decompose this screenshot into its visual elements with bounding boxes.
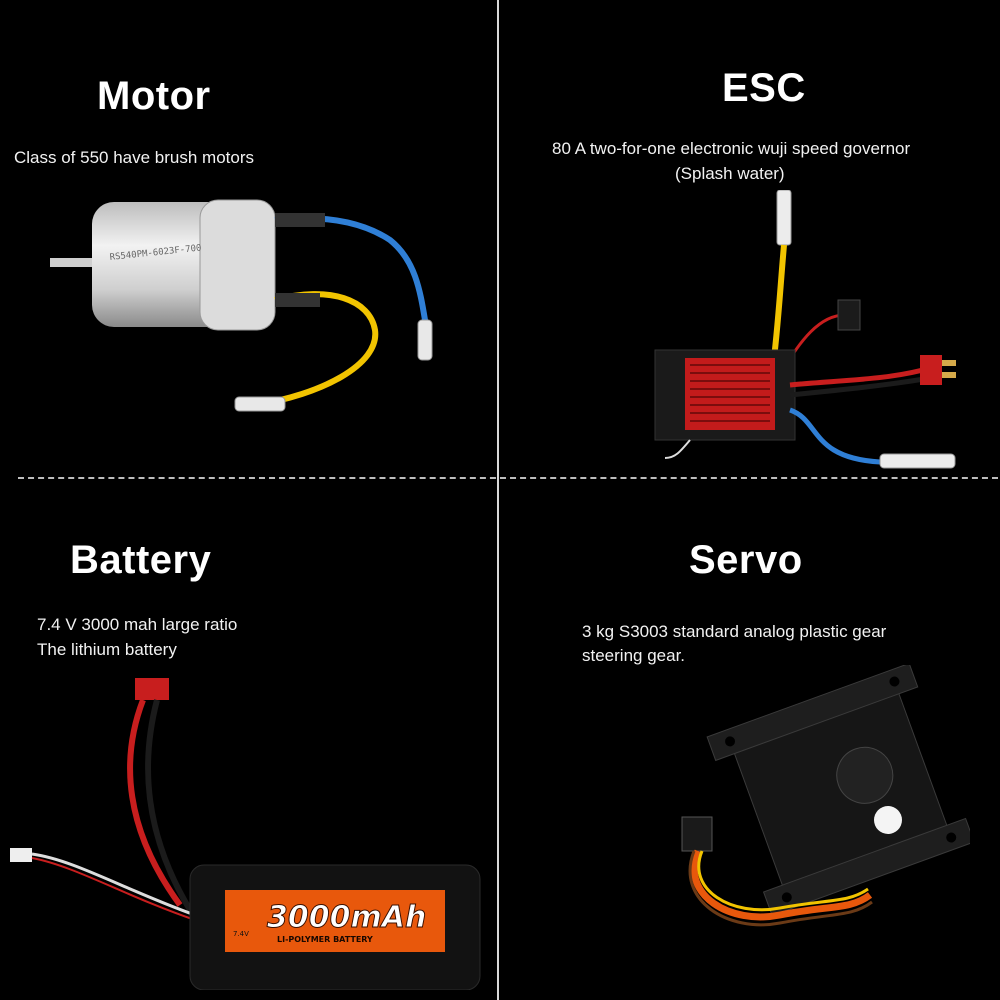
battery-type-text: LI-POLYMER BATTERY [277, 935, 373, 944]
esc-image [654, 190, 956, 469]
servo-description-line1: 3 kg S3003 standard analog plastic gear [582, 622, 887, 641]
esc-description-line2: (Splash water) [675, 164, 785, 183]
esc-description-line1: 80 A two-for-one electronic wuji speed g… [552, 139, 911, 158]
battery-description-line2: The lithium battery [37, 640, 177, 659]
servo-title: Servo [689, 538, 803, 582]
esc-title: ESC [722, 66, 806, 110]
battery-red-wire [127, 698, 183, 907]
motor-description: Class of 550 have brush motors [14, 148, 255, 167]
motor-title: Motor [97, 74, 211, 118]
battery-image: 3000mAh LI-POLYMER BATTERY 7.4V [10, 678, 481, 990]
esc-blue-wire [789, 407, 881, 465]
vertical-divider [497, 0, 499, 1000]
battery-voltage-text: 7.4V [233, 930, 249, 938]
servo-output-spline [874, 806, 902, 834]
motor-shaft [50, 258, 98, 267]
battery-title: Battery [70, 538, 212, 582]
servo-description-line2: steering gear. [582, 646, 686, 665]
esc-t-connector [920, 355, 942, 385]
horizontal-dashed-divider [18, 477, 998, 479]
servo-connector [681, 816, 713, 852]
battery-capacity-text: 3000mAh [267, 900, 426, 935]
esc-switch [837, 299, 861, 331]
battery-description-line1: 7.4 V 3000 mah large ratio [37, 615, 238, 634]
motor-image: RS540PM-6023F-700 [50, 199, 433, 412]
battery-t-connector [135, 678, 169, 700]
battery-balance-lead [31, 852, 196, 917]
battery-label [225, 890, 445, 952]
servo-wire [690, 849, 873, 921]
servo-image [681, 665, 970, 927]
motor-yellow-wire [254, 291, 379, 408]
